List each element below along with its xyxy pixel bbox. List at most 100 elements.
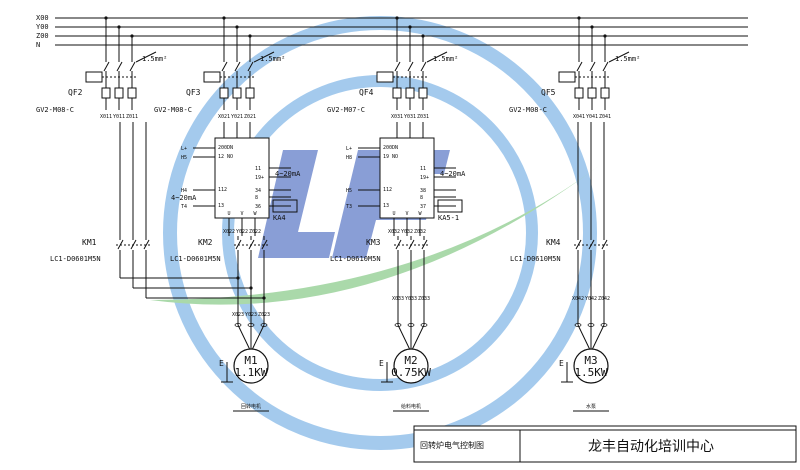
breaker-output-label: Z021 — [244, 114, 256, 120]
cable-ring — [260, 323, 268, 327]
bus-junction-dot — [222, 16, 226, 20]
motor-fan-in — [577, 324, 592, 353]
bus-junction-dot — [248, 34, 252, 38]
breaker-model: GV2-M08-C — [509, 106, 547, 114]
breaker-contact — [407, 61, 414, 72]
vfd-input-label: H5 — [346, 188, 352, 194]
wire-leader — [253, 51, 275, 63]
breaker-output-label: Z041 — [599, 114, 611, 120]
vfd-analog-out: 4~20mA — [440, 170, 466, 178]
breaker-output-label: X041 — [573, 114, 585, 120]
vfd-terminal-label: U — [392, 211, 395, 217]
vfd-terminal-label: U — [227, 211, 230, 217]
breaker-output-label: X011 — [100, 114, 112, 120]
cable-ring — [394, 323, 402, 327]
motor-caption: 回转电机 — [241, 403, 261, 410]
trip-element — [245, 87, 255, 99]
earth-label: E — [559, 359, 564, 368]
trip-element — [219, 87, 229, 99]
bus-junction-dot — [235, 25, 239, 29]
vfd-analog-in: 4~20mA — [171, 194, 197, 202]
earth-label: E — [219, 359, 224, 368]
breaker-model: GV2-M08-C — [36, 106, 74, 114]
bus-junction-dot — [408, 25, 412, 29]
breaker-contact — [576, 61, 583, 72]
breaker-model: GV2-M07-C — [327, 106, 365, 114]
motor-fan-in — [590, 324, 605, 353]
wire-spec-label: 1.5mm² — [142, 55, 167, 63]
bus-junction-dot — [117, 25, 121, 29]
motor-cable-label: Y023 — [245, 312, 257, 318]
vfd-input-label: H8 — [346, 155, 352, 161]
contactor-contact — [601, 239, 608, 250]
contactor-model: LC1-D0610M5N — [330, 255, 381, 263]
wire-spec-label: 1.5mm² — [615, 55, 640, 63]
contactor-contact — [143, 239, 150, 250]
breaker-contact — [116, 61, 123, 72]
cable-ring — [574, 323, 582, 327]
vfd-analog-out: 4~20mA — [275, 170, 301, 178]
motor-cable-label: X033 — [392, 296, 404, 302]
vfd-pin: 37 — [420, 204, 426, 210]
watermark-swoosh — [150, 165, 600, 305]
motor-fan-in — [410, 324, 425, 353]
cable-ring — [420, 323, 428, 327]
breaker-aux-box — [203, 71, 221, 83]
breaker-output-label: Y041 — [586, 114, 598, 120]
motor-power: 1.5KW — [574, 366, 607, 379]
vfd-pin: 11 — [420, 166, 426, 172]
vfd-body — [379, 137, 435, 219]
breaker-output-label: X021 — [218, 114, 230, 120]
motor-power: 0.75KW — [391, 366, 431, 379]
breaker-output-label: Z011 — [126, 114, 138, 120]
vfd-output-label: X022 — [223, 229, 235, 235]
motor-symbol — [393, 348, 429, 384]
cable-ring — [234, 323, 242, 327]
motor-name: M3 — [584, 354, 597, 367]
breaker-aux-box — [558, 71, 576, 83]
trip-element — [101, 87, 111, 99]
trip-element — [127, 87, 137, 99]
title-block: 回转炉电气控制图 龙丰自动化培训中心 — [413, 425, 797, 463]
contactor-model: LC1-D0601M5N — [170, 255, 221, 263]
bus-junction-dot — [577, 16, 581, 20]
relay-contact-box — [437, 199, 463, 213]
trip-element — [418, 87, 428, 99]
bus-label-x: X00 — [36, 14, 49, 22]
breaker-contact — [247, 61, 254, 72]
wire-leader — [608, 51, 630, 63]
breaker-output-label: Y011 — [113, 114, 125, 120]
vfd-pin: 38 — [420, 188, 426, 194]
trip-element — [232, 87, 242, 99]
motor-power: 1.1KW — [234, 366, 267, 379]
vfd-pin: 200DN — [383, 145, 398, 151]
bus-junction-dot — [590, 25, 594, 29]
breaker-aux-box — [85, 71, 103, 83]
lf-watermark-logo — [150, 16, 600, 450]
wire-leader — [426, 51, 448, 63]
breaker-contact — [394, 61, 401, 72]
breaker-name: QF3 — [186, 88, 201, 97]
trip-element — [587, 87, 597, 99]
motor-name: M2 — [404, 354, 417, 367]
vfd-output-label: Z022 — [249, 229, 261, 235]
motor-fan-in — [237, 324, 252, 353]
breaker-contact — [221, 61, 228, 72]
relay-contact-box — [272, 199, 298, 213]
vfd-pin: 11 — [255, 166, 261, 172]
vfd-pin: 112 — [218, 187, 227, 193]
vfd-output-label: Z032 — [414, 229, 426, 235]
vfd-pin: 200DN — [218, 145, 233, 151]
drawing-title: 回转炉电气控制图 — [420, 440, 484, 450]
contactor-model: LC1-D0610M5N — [510, 255, 561, 263]
motor-symbol — [573, 348, 609, 384]
trip-element — [600, 87, 610, 99]
bus-junction-dot — [603, 34, 607, 38]
vfd-terminal-label: W — [253, 211, 257, 217]
motor-cable-label: Z033 — [418, 296, 430, 302]
